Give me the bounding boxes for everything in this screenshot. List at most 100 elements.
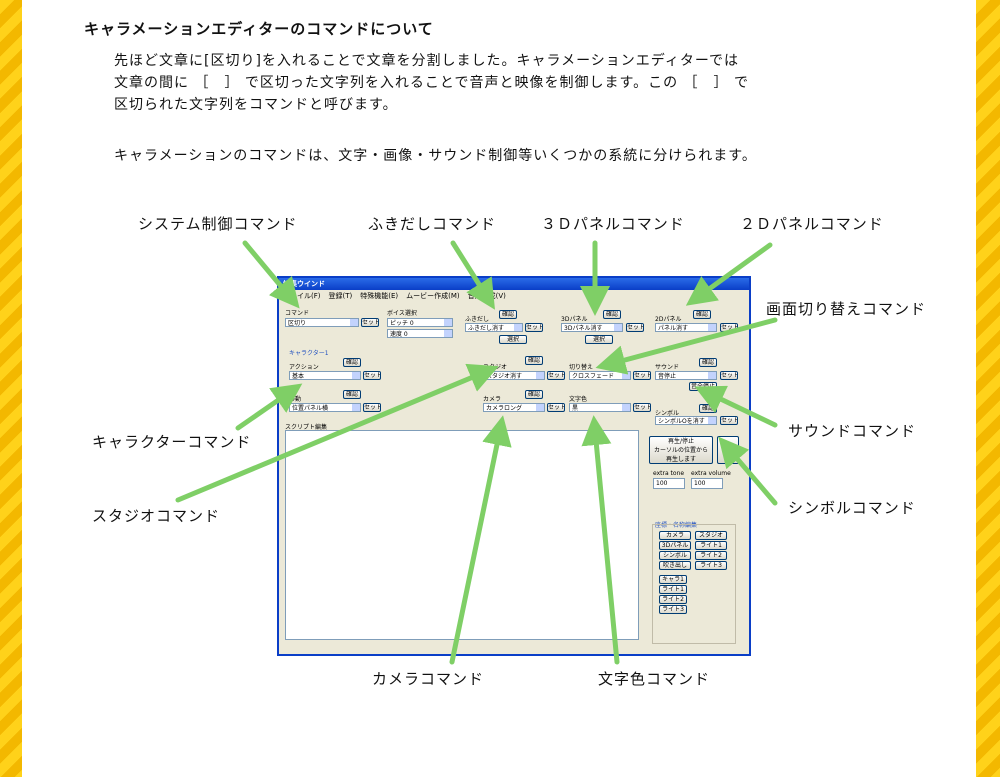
coord-symbol-button[interactable]: シンボル bbox=[659, 551, 691, 560]
coord-light3-button[interactable]: ライト3 bbox=[695, 561, 727, 570]
intro-paragraph-2: キャラメーションのコマンドは、文字・画像・サウンド制御等いくつかの系統に分けられ… bbox=[114, 148, 757, 164]
play-label: 再生します bbox=[665, 456, 696, 463]
extra-volume-label: extra volume bbox=[691, 470, 731, 477]
intro-line-2: 文章の間に ［ ］ で区切った文字列を入れることで音声と映像を制御します。この … bbox=[114, 75, 749, 91]
callout-character: キャラクターコマンド bbox=[92, 433, 252, 451]
callout-studio: スタジオコマンド bbox=[92, 507, 221, 525]
action-select[interactable]: 基本 bbox=[289, 371, 361, 380]
pitch-select[interactable]: ピッチ 0 bbox=[387, 318, 453, 327]
voice-label: ボイス選択 bbox=[387, 310, 417, 317]
window-title: 編集ウインド bbox=[279, 278, 749, 290]
action-set-button[interactable]: セット bbox=[363, 371, 381, 380]
command-set-button[interactable]: セット bbox=[361, 318, 379, 327]
camera-label: カメラ bbox=[483, 396, 502, 403]
studio-label: スタジオ bbox=[483, 364, 508, 371]
menu-register[interactable]: 登録(T) bbox=[328, 292, 353, 300]
play-stop-button[interactable]: 再生/停止 カーソルの位置から 再生します bbox=[649, 436, 713, 464]
chara-light3-button[interactable]: ライト3 bbox=[659, 605, 687, 614]
coord-studio-button[interactable]: スタジオ bbox=[695, 531, 727, 540]
panel3d-select[interactable]: 3Dパネル消す bbox=[561, 323, 623, 332]
switch-select[interactable]: クロスフェード bbox=[569, 371, 631, 380]
right-border-stripe bbox=[976, 0, 1000, 777]
callout-textcolor: 文字色コマンド bbox=[598, 670, 711, 688]
panel2d-label: 2Dパネル bbox=[655, 316, 682, 323]
intro-line-3: 区切られた文字列をコマンドと呼びます。 bbox=[114, 97, 398, 113]
other-button[interactable]: 地 bbox=[717, 436, 739, 464]
callout-camera: カメラコマンド bbox=[372, 670, 485, 688]
extra-tone-label: extra tone bbox=[653, 470, 685, 477]
move-label: 移動 bbox=[289, 396, 302, 403]
panel2d-confirm-button[interactable]: 確認 bbox=[693, 310, 711, 319]
fukidashi-select-button[interactable]: 選択 bbox=[499, 335, 527, 344]
extra-tone-input[interactable]: 100 bbox=[653, 478, 685, 489]
panel3d-select-button[interactable]: 選択 bbox=[585, 335, 613, 344]
play-stop-label: 再生/停止 bbox=[667, 438, 695, 445]
menu-special[interactable]: 特殊機能(E) bbox=[360, 292, 399, 300]
move-confirm-button[interactable]: 確認 bbox=[343, 390, 361, 399]
coord-light2-button[interactable]: ライト2 bbox=[695, 551, 727, 560]
studio-confirm-button[interactable]: 確認 bbox=[525, 356, 543, 365]
textcolor-set-button[interactable]: セット bbox=[633, 403, 651, 412]
callout-symbol: シンボルコマンド bbox=[788, 499, 916, 517]
symbol-select[interactable]: シンボルOを消す bbox=[655, 416, 717, 425]
switch-set-button[interactable]: セット bbox=[633, 371, 651, 380]
camera-select[interactable]: カメラロング bbox=[483, 403, 545, 412]
speed-select[interactable]: 速度 0 bbox=[387, 329, 453, 338]
fukidashi-select[interactable]: ふきだし消す bbox=[465, 323, 523, 332]
coord-camera-button[interactable]: カメラ bbox=[659, 531, 691, 540]
textcolor-select[interactable]: 黒 bbox=[569, 403, 631, 412]
action-label: アクション bbox=[289, 364, 319, 371]
callout-switch: 画面切り替えコマンド bbox=[766, 300, 927, 318]
command-select[interactable]: 区切り bbox=[285, 318, 359, 327]
callout-system: システム制御コマンド bbox=[138, 215, 298, 233]
move-select[interactable]: 位置パネル横 bbox=[289, 403, 361, 412]
action-confirm-button[interactable]: 確認 bbox=[343, 358, 361, 367]
callout-panel2d: ２Ｄパネルコマンド bbox=[740, 215, 884, 233]
symbol-set-button[interactable]: セット bbox=[720, 416, 738, 425]
sound-select[interactable]: 音停止 bbox=[655, 371, 717, 380]
sound-confirm-button[interactable]: 確認 bbox=[699, 358, 717, 367]
studio-select[interactable]: スタジオ消す bbox=[483, 371, 545, 380]
chara-light1-button[interactable]: ライト1 bbox=[659, 585, 687, 594]
fukidashi-confirm-button[interactable]: 確認 bbox=[499, 310, 517, 319]
camera-confirm-button[interactable]: 確認 bbox=[525, 390, 543, 399]
all-sound-stop-button[interactable]: 音全停止 bbox=[689, 382, 717, 391]
callout-panel3d: ３Ｄパネルコマンド bbox=[541, 215, 685, 233]
coord-light1-button[interactable]: ライト1 bbox=[695, 541, 727, 550]
coord-fukidashi-button[interactable]: 吹き出し bbox=[659, 561, 691, 570]
window-menubar: ファイル(F) 登録(T) 特殊機能(E) ムービー作成(M) 音声作成(V) bbox=[279, 290, 749, 302]
fukidashi-set-button[interactable]: セット bbox=[525, 323, 543, 332]
intro-line-1: 先ほど文章に[区切り]を入れることで文章を分割しました。キャラメーションエディタ… bbox=[114, 53, 739, 69]
play-from-cursor-label: カーソルの位置から bbox=[653, 447, 708, 454]
page-heading: キャラメーションエディターのコマンドについて bbox=[84, 20, 434, 38]
chara-light2-button[interactable]: ライト2 bbox=[659, 595, 687, 604]
callout-fukidashi: ふきだしコマンド bbox=[368, 215, 497, 233]
panel2d-set-button[interactable]: セット bbox=[720, 323, 738, 332]
coord-group-label: 座標・名称編集 bbox=[655, 522, 698, 529]
textcolor-label: 文字色 bbox=[569, 396, 588, 403]
sound-label: サウンド bbox=[655, 364, 680, 371]
chara1-button[interactable]: キャラ1 bbox=[659, 575, 687, 584]
panel3d-confirm-button[interactable]: 確認 bbox=[603, 310, 621, 319]
studio-set-button[interactable]: セット bbox=[547, 371, 565, 380]
coord-panel3d-button[interactable]: 3Dパネル bbox=[659, 541, 691, 550]
move-set-button[interactable]: セット bbox=[363, 403, 381, 412]
menu-movie[interactable]: ムービー作成(M) bbox=[406, 292, 460, 300]
sound-set-button[interactable]: セット bbox=[720, 371, 738, 380]
fukidashi-label: ふきだし bbox=[465, 316, 490, 323]
panel3d-label: 3Dパネル bbox=[561, 316, 588, 323]
panel2d-select[interactable]: パネル消す bbox=[655, 323, 717, 332]
menu-file[interactable]: ファイル(F) bbox=[283, 292, 321, 300]
symbol-label: シンボル bbox=[655, 410, 680, 417]
editor-window-screenshot: 編集ウインド ファイル(F) 登録(T) 特殊機能(E) ムービー作成(M) 音… bbox=[277, 276, 751, 656]
symbol-confirm-button[interactable]: 確認 bbox=[699, 404, 717, 413]
menu-voice[interactable]: 音声作成(V) bbox=[467, 292, 506, 300]
left-border-stripe bbox=[0, 0, 22, 777]
command-label: コマンド bbox=[285, 310, 310, 317]
extra-volume-input[interactable]: 100 bbox=[691, 478, 723, 489]
script-editor[interactable] bbox=[285, 430, 639, 640]
camera-set-button[interactable]: セット bbox=[547, 403, 565, 412]
switch-label: 切り替え bbox=[569, 364, 594, 371]
panel3d-set-button[interactable]: セット bbox=[626, 323, 644, 332]
chara-group-label: キャラクター1 bbox=[289, 350, 329, 357]
